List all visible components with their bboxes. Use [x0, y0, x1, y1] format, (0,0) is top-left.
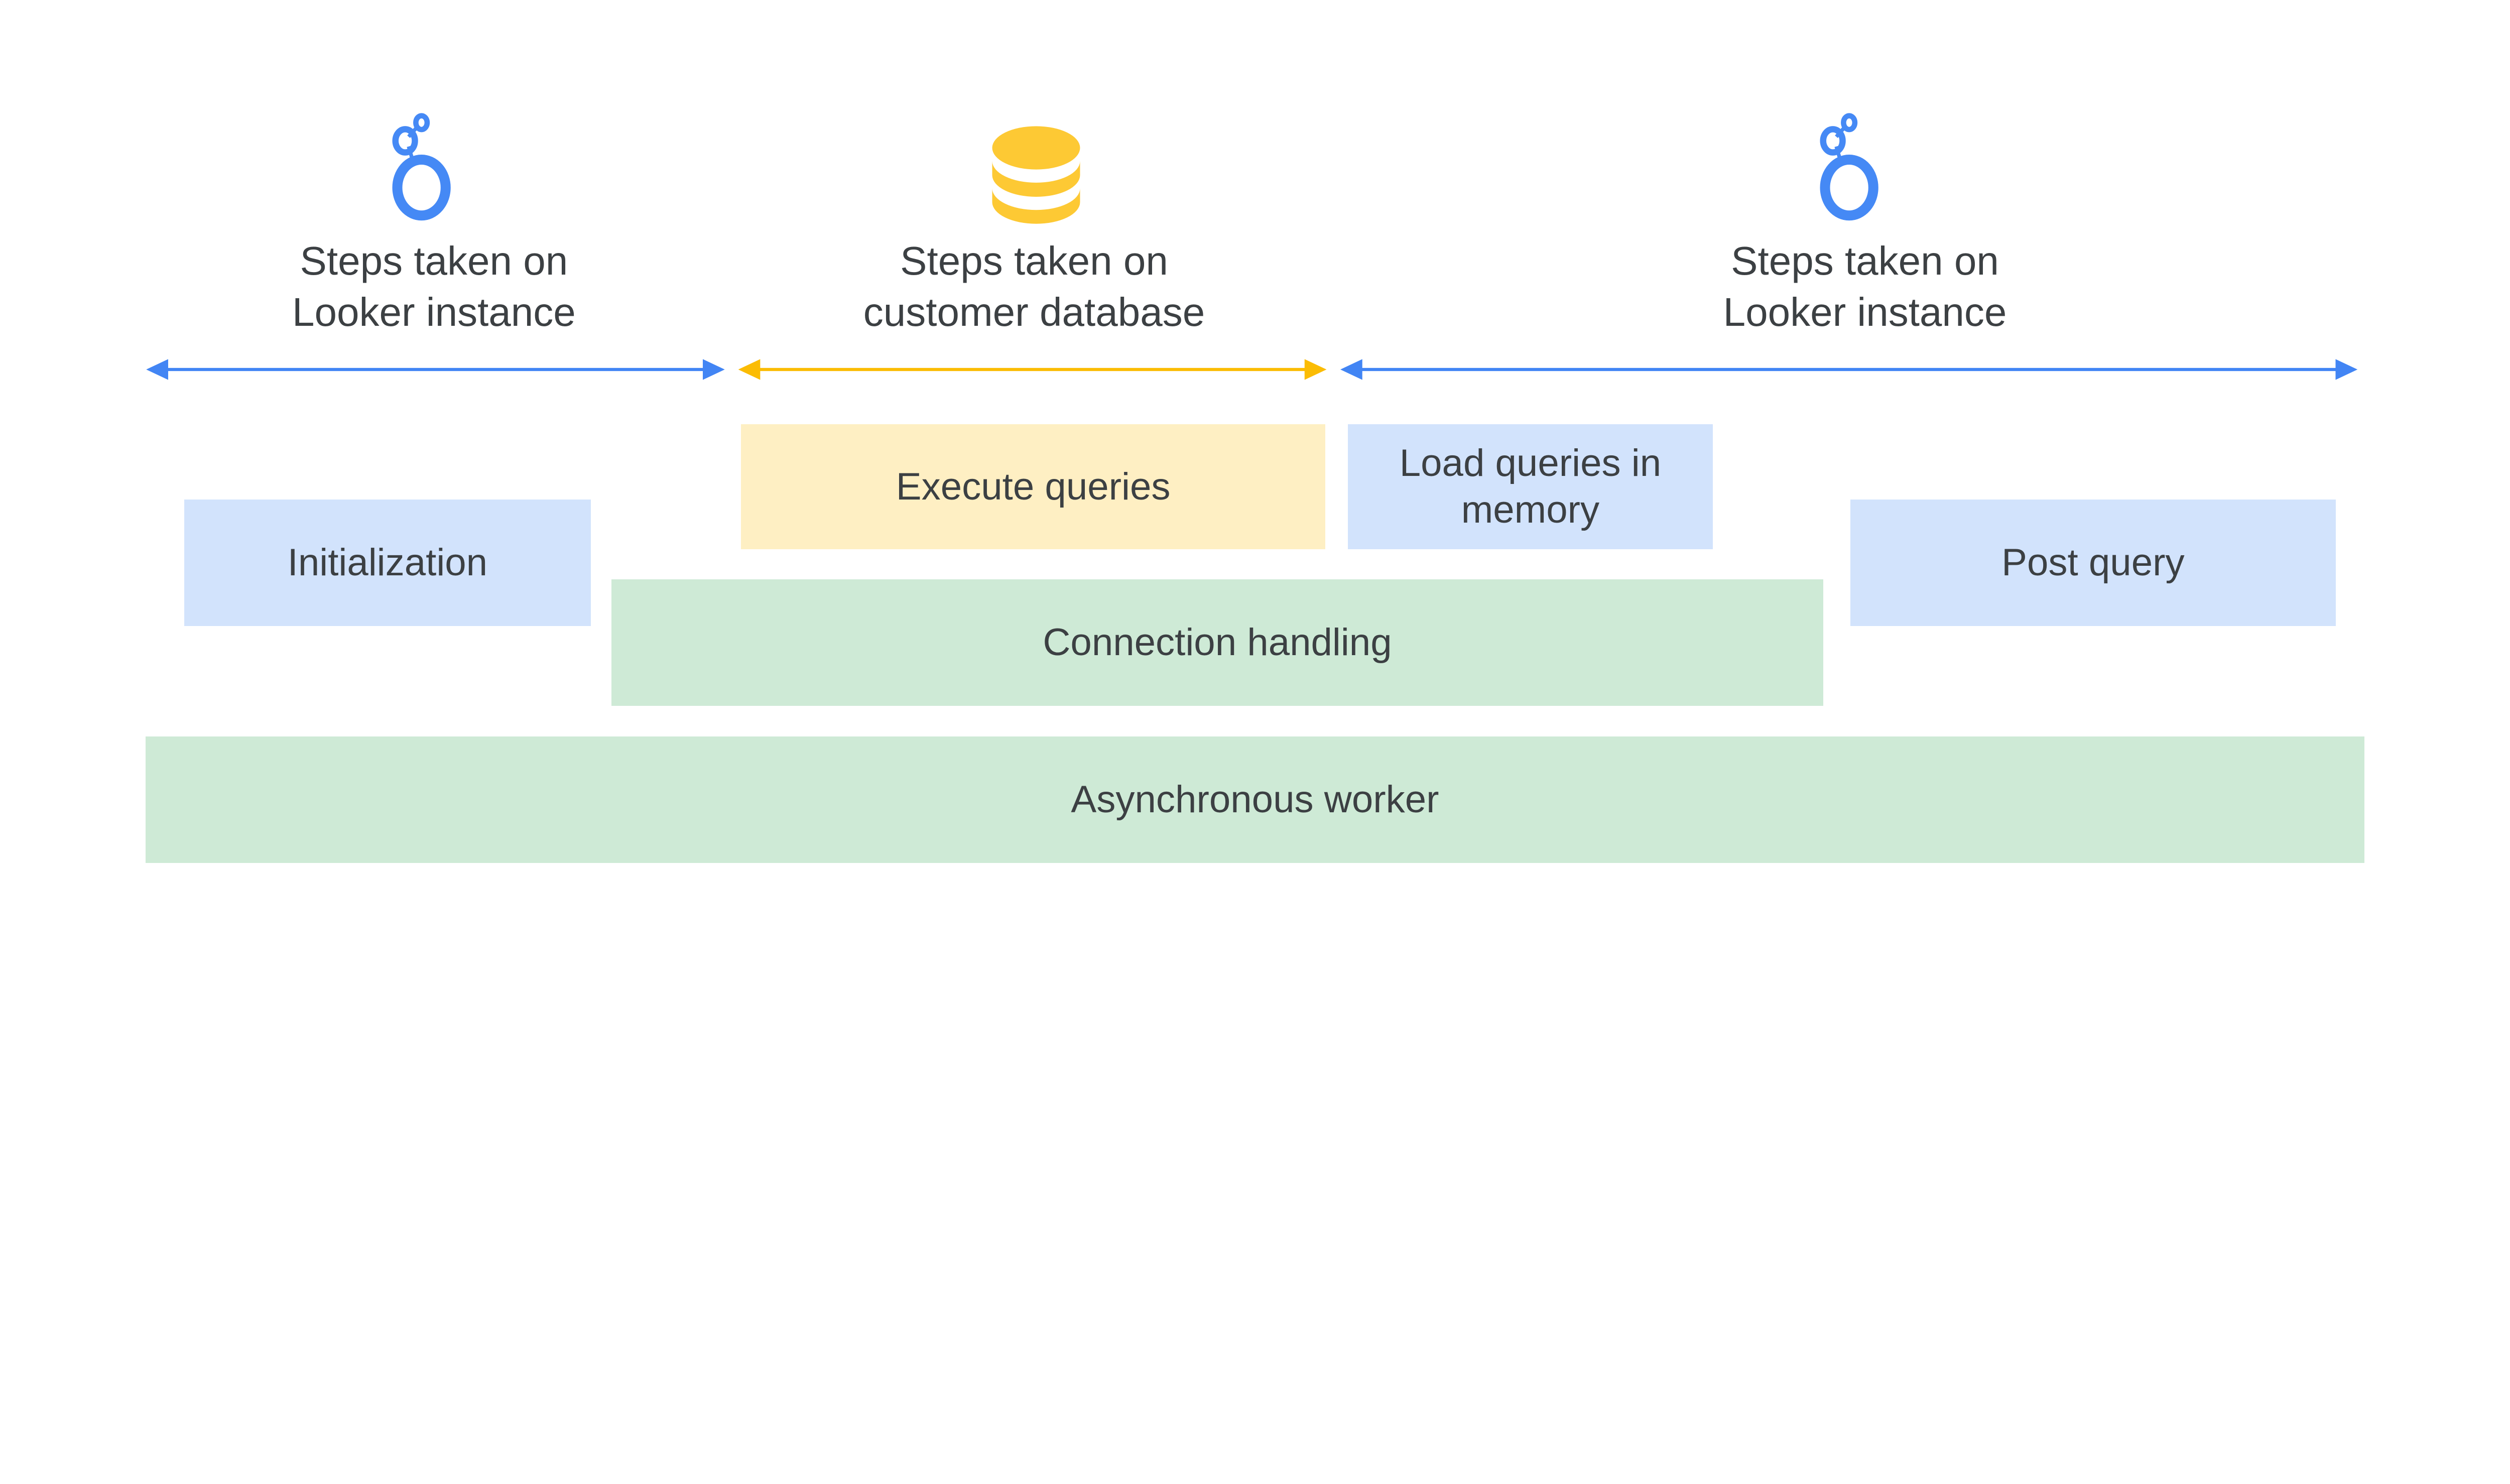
initialization-box: Initialization	[184, 500, 591, 626]
box-label: Load queries in memory	[1399, 441, 1662, 532]
box-label: Connection handling	[1043, 621, 1392, 664]
looker-logo-icon	[392, 112, 451, 220]
double-arrow-looker-1	[146, 359, 725, 380]
heading-line: Looker instance	[292, 289, 576, 334]
phase-heading-database: Steps taken on customer database	[815, 235, 1254, 338]
database-icon	[992, 126, 1080, 224]
phase-arrows	[146, 359, 2358, 380]
asynchronous-worker-box: Asynchronous worker	[146, 736, 2364, 863]
heading-line: customer database	[863, 289, 1205, 334]
looker-logo-icon	[1820, 112, 1878, 220]
post-query-box: Post query	[1850, 500, 2336, 626]
double-arrow-database	[738, 359, 1327, 380]
execute-queries-box: Execute queries	[741, 424, 1325, 549]
heading-line: Steps taken on	[300, 238, 568, 283]
heading-line: Steps taken on	[1731, 238, 1999, 283]
box-label: Initialization	[287, 541, 488, 584]
load-queries-box: Load queries in memory	[1348, 424, 1713, 549]
heading-line: Looker instance	[1723, 289, 2007, 334]
box-label: Asynchronous worker	[1071, 778, 1439, 821]
heading-line: Steps taken on	[900, 238, 1168, 283]
box-label: Post query	[2001, 541, 2185, 584]
box-label: Execute queries	[896, 465, 1171, 508]
double-arrow-looker-2	[1340, 359, 2358, 380]
connection-handling-box: Connection handling	[611, 579, 1823, 706]
phase-heading-looker-1: Steps taken on Looker instance	[214, 235, 654, 338]
phase-heading-looker-2: Steps taken on Looker instance	[1646, 235, 2085, 338]
